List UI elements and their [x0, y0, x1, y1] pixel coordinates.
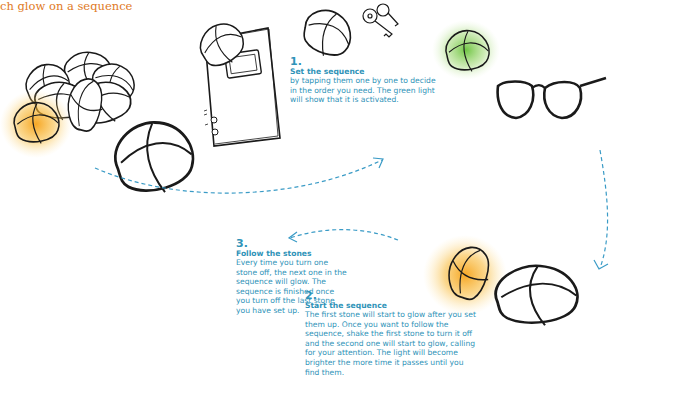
step-text: Every time you turn one stone off, the n…	[236, 258, 348, 316]
stone	[496, 266, 578, 325]
stone	[195, 17, 248, 72]
keys	[363, 4, 398, 37]
stone	[298, 2, 358, 64]
stone	[14, 103, 59, 144]
stone	[446, 31, 489, 72]
step-number: 1.	[290, 56, 330, 67]
stone	[441, 238, 497, 307]
step-text: The first stone will start to glow after…	[305, 310, 480, 377]
step-heading: Set the sequence	[290, 67, 450, 77]
orange-glow	[0, 90, 72, 158]
step-heading: Follow the stones	[236, 249, 356, 259]
green-glow	[432, 20, 500, 80]
step-text: by tapping them one by one to decide in …	[290, 76, 440, 105]
glasses	[498, 78, 606, 118]
stone	[62, 71, 109, 139]
stone	[113, 119, 196, 196]
arrow-head	[289, 158, 608, 269]
flow-arrow	[95, 150, 608, 268]
page-title: ch glow on a sequence	[0, 0, 132, 13]
step-number: 3.	[236, 238, 276, 249]
orange-glow	[423, 235, 507, 315]
